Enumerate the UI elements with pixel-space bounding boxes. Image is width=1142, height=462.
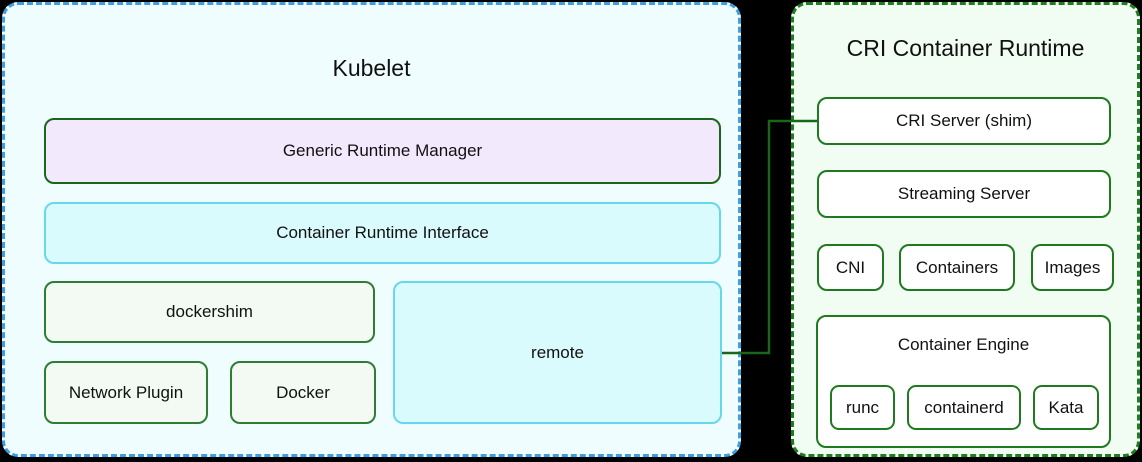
network-plugin-node: Network Plugin — [44, 361, 208, 424]
images-node: Images — [1031, 244, 1114, 291]
remote-node: remote — [393, 281, 722, 424]
container-runtime-interface-node: Container Runtime Interface — [44, 202, 721, 264]
docker-node: Docker — [230, 361, 376, 424]
cri-server-shim-node: CRI Server (shim) — [817, 97, 1111, 145]
containerd-node: containerd — [907, 385, 1021, 430]
cri-panel-title: CRI Container Runtime — [846, 35, 1085, 61]
containers-node: Containers — [899, 244, 1015, 291]
cni-node: CNI — [817, 244, 884, 291]
dockershim-node: dockershim — [44, 281, 375, 343]
generic-runtime-manager-node: Generic Runtime Manager — [44, 118, 721, 184]
kata-node: Kata — [1033, 385, 1099, 430]
runc-node: runc — [830, 385, 895, 430]
kubelet-panel-title: Kubelet — [332, 55, 411, 81]
streaming-server-node: Streaming Server — [817, 170, 1111, 218]
